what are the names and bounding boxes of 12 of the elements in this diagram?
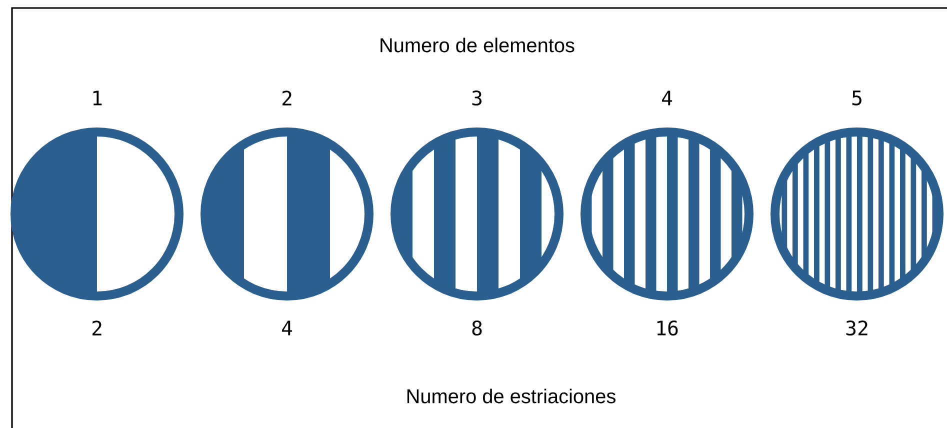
element-count: 5 [852, 90, 862, 106]
element-count: 4 [662, 90, 672, 106]
striation-count: 2 [92, 320, 102, 336]
element-count: 2 [282, 90, 292, 106]
axis-title: Numero de estriaciones [407, 388, 616, 404]
element-count: 3 [472, 90, 482, 106]
striation-count: 32 [846, 320, 868, 336]
striation-count: 4 [282, 320, 292, 336]
element-count: 1 [93, 90, 102, 106]
axis-title: Numero de elementos [380, 38, 574, 52]
striation-count: 16 [657, 320, 678, 336]
striation-count: 8 [472, 320, 482, 336]
